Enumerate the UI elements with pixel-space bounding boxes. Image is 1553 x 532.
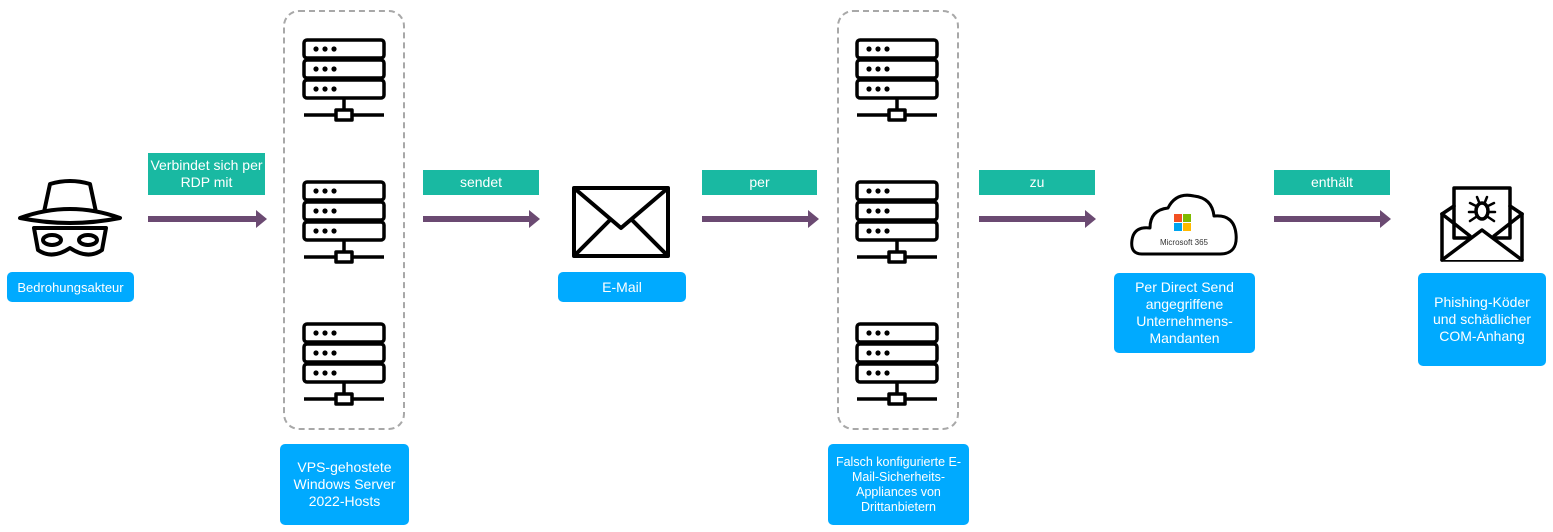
- edge-label-rdp: Verbindet sich per RDP mit: [148, 153, 265, 195]
- threat-actor-label: Bedrohungsakteur: [7, 272, 134, 302]
- arrow-via: [702, 210, 819, 228]
- cloud-label: Microsoft 365: [1160, 238, 1209, 247]
- edge-label-contains: enthält: [1274, 170, 1390, 195]
- cloud-icon: Microsoft 365: [1130, 193, 1238, 256]
- edge-label-to: zu: [979, 170, 1095, 195]
- appliances-label: Falsch konfigurierte E-Mail-Sicherheits-…: [828, 444, 969, 525]
- server-icon: [302, 38, 386, 122]
- arrow-to: [979, 210, 1096, 228]
- server-icon: [855, 322, 939, 406]
- email-label: E-Mail: [558, 272, 686, 302]
- server-icon: [855, 38, 939, 122]
- appliances-group: [837, 10, 959, 430]
- server-icon: [855, 180, 939, 264]
- spy-icon: [18, 179, 122, 257]
- tenants-label: Per Direct Send angegriffene Unternehmen…: [1114, 273, 1255, 353]
- vps-hosts-group: [283, 10, 405, 430]
- edge-label-sends: sendet: [423, 170, 539, 195]
- edge-label-via: per: [702, 170, 817, 195]
- envelope-icon: [572, 186, 670, 258]
- arrow-sends: [423, 210, 540, 228]
- server-icon: [302, 180, 386, 264]
- vps-hosts-label: VPS-gehostete Windows Server 2022-Hosts: [280, 444, 409, 525]
- server-icon: [302, 322, 386, 406]
- arrow-contains: [1274, 210, 1391, 228]
- malicious-mail-icon: [1440, 186, 1524, 262]
- payload-label: Phishing-Köder und schädlicher COM-Anhan…: [1418, 273, 1546, 366]
- arrow-rdp: [148, 210, 267, 228]
